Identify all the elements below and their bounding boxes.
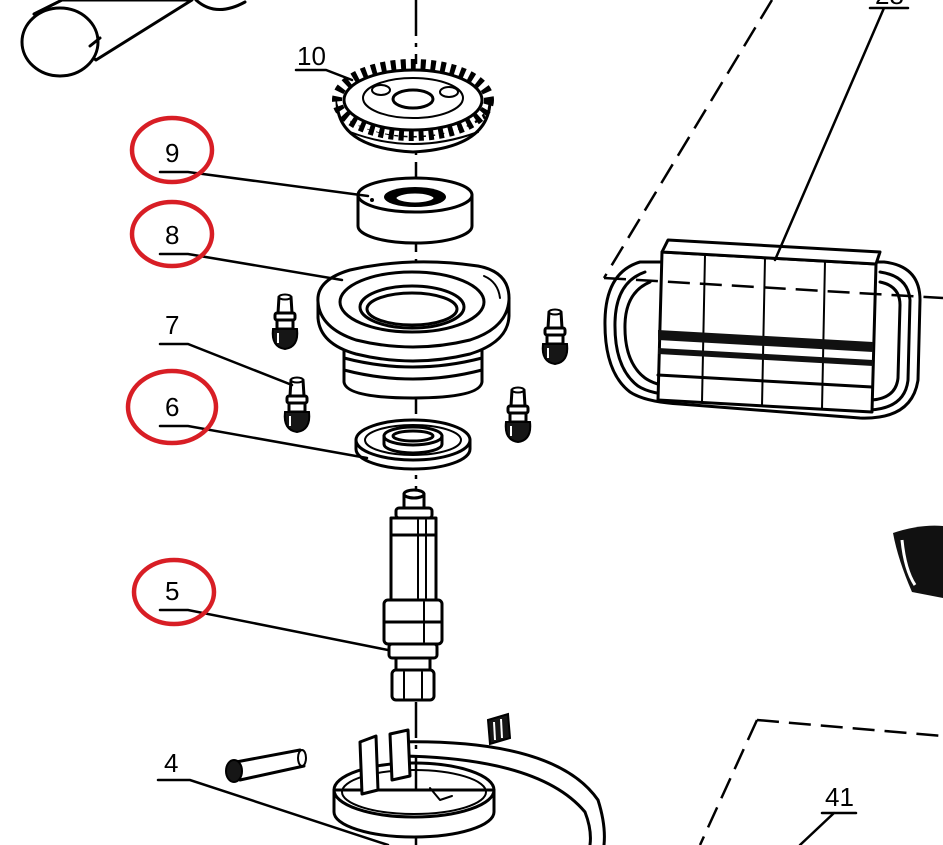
- callout-label-41: 41: [825, 782, 854, 812]
- highlight-circle-6: [125, 368, 219, 446]
- callout-label-28: 28: [875, 0, 904, 10]
- callout-label-8: 8: [165, 220, 179, 250]
- handle-part: [20, 0, 247, 78]
- pin-part-7-b: [541, 308, 569, 366]
- partial-part-right-edge: [893, 525, 943, 598]
- leader-line-6: [158, 424, 369, 460]
- stator-coil-part-28: [603, 238, 922, 420]
- leader-line-4: [156, 778, 390, 845]
- leader-line-41: [798, 811, 858, 845]
- callout-label-6: 6: [165, 392, 179, 422]
- dashed-guide-line-top: [602, 0, 774, 279]
- clip-part: [486, 712, 512, 746]
- shaft-part-5: [382, 488, 444, 702]
- dashed-guide-line-41-a: [756, 718, 943, 738]
- leader-line-7: [158, 342, 294, 387]
- dashed-guide-line-horizontal: [603, 276, 943, 300]
- callout-label-9: 9: [165, 138, 179, 168]
- callout-label-5: 5: [165, 576, 179, 606]
- highlight-circle-8: [129, 199, 215, 269]
- callout-label-7: 7: [165, 310, 179, 340]
- housing-part-4: [332, 728, 606, 845]
- leader-line-10: [294, 68, 354, 82]
- washer-part-6: [354, 418, 472, 471]
- dashed-guide-line-41-b: [698, 719, 759, 845]
- pin-part-7-d: [504, 386, 532, 444]
- highlight-circle-5: [131, 557, 217, 627]
- rod-pin-part: [225, 748, 307, 783]
- leader-line-5: [158, 608, 390, 652]
- leader-line-28: [773, 6, 910, 262]
- bearing-part-9: [356, 176, 474, 245]
- leader-line-9: [158, 170, 370, 198]
- bearing-housing-part-8: [316, 260, 511, 400]
- callout-label-4: 4: [164, 748, 178, 778]
- highlight-circle-9: [129, 115, 215, 185]
- pin-part-7-a: [271, 293, 299, 351]
- gear-part-10: [332, 59, 494, 154]
- pin-part-7-c: [283, 376, 311, 434]
- callout-label-10: 10: [297, 41, 326, 71]
- leader-line-8: [158, 252, 344, 282]
- gear-center-hole: [391, 88, 435, 110]
